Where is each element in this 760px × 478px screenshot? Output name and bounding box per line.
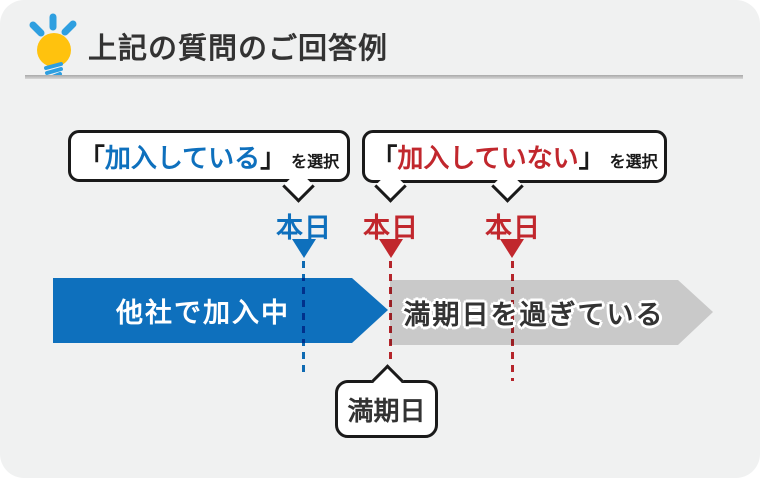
callout-enrolled-label: 加入している	[104, 142, 261, 173]
callout-enrolled-suffix: を選択	[291, 153, 340, 171]
page-title: 上記の質問のご回答例	[88, 33, 389, 65]
today-pointer-blue	[292, 239, 316, 258]
today-label-not-enrolled-1: 本日	[363, 213, 419, 243]
today-label-not-enrolled-2: 本日	[485, 213, 541, 243]
callout-maturity-label: 満期日	[347, 395, 426, 426]
timeline-segment-expired-label: 満期日を過ぎている	[403, 300, 665, 330]
header-divider	[25, 75, 743, 79]
bracket-open: 「	[78, 142, 105, 173]
lightbulb-icon	[29, 13, 77, 78]
today-pointer-red-2	[500, 239, 524, 258]
today-label-enrolled: 本日	[276, 213, 332, 243]
timeline-segment-active-label: 他社で加入中	[116, 298, 290, 328]
today-pointer-red-1	[379, 239, 403, 258]
callout-enrolled: 「加入している」を選択	[68, 130, 350, 182]
bracket-close: 」	[578, 143, 605, 173]
callout-not-enrolled-suffix: を選択	[609, 154, 658, 171]
callout-not-enrolled: 「加入していない」を選択	[362, 130, 667, 183]
bracket-open: 「	[371, 143, 398, 173]
callout-not-enrolled-label: 加入していない	[397, 143, 579, 173]
bracket-close: 」	[260, 142, 287, 173]
